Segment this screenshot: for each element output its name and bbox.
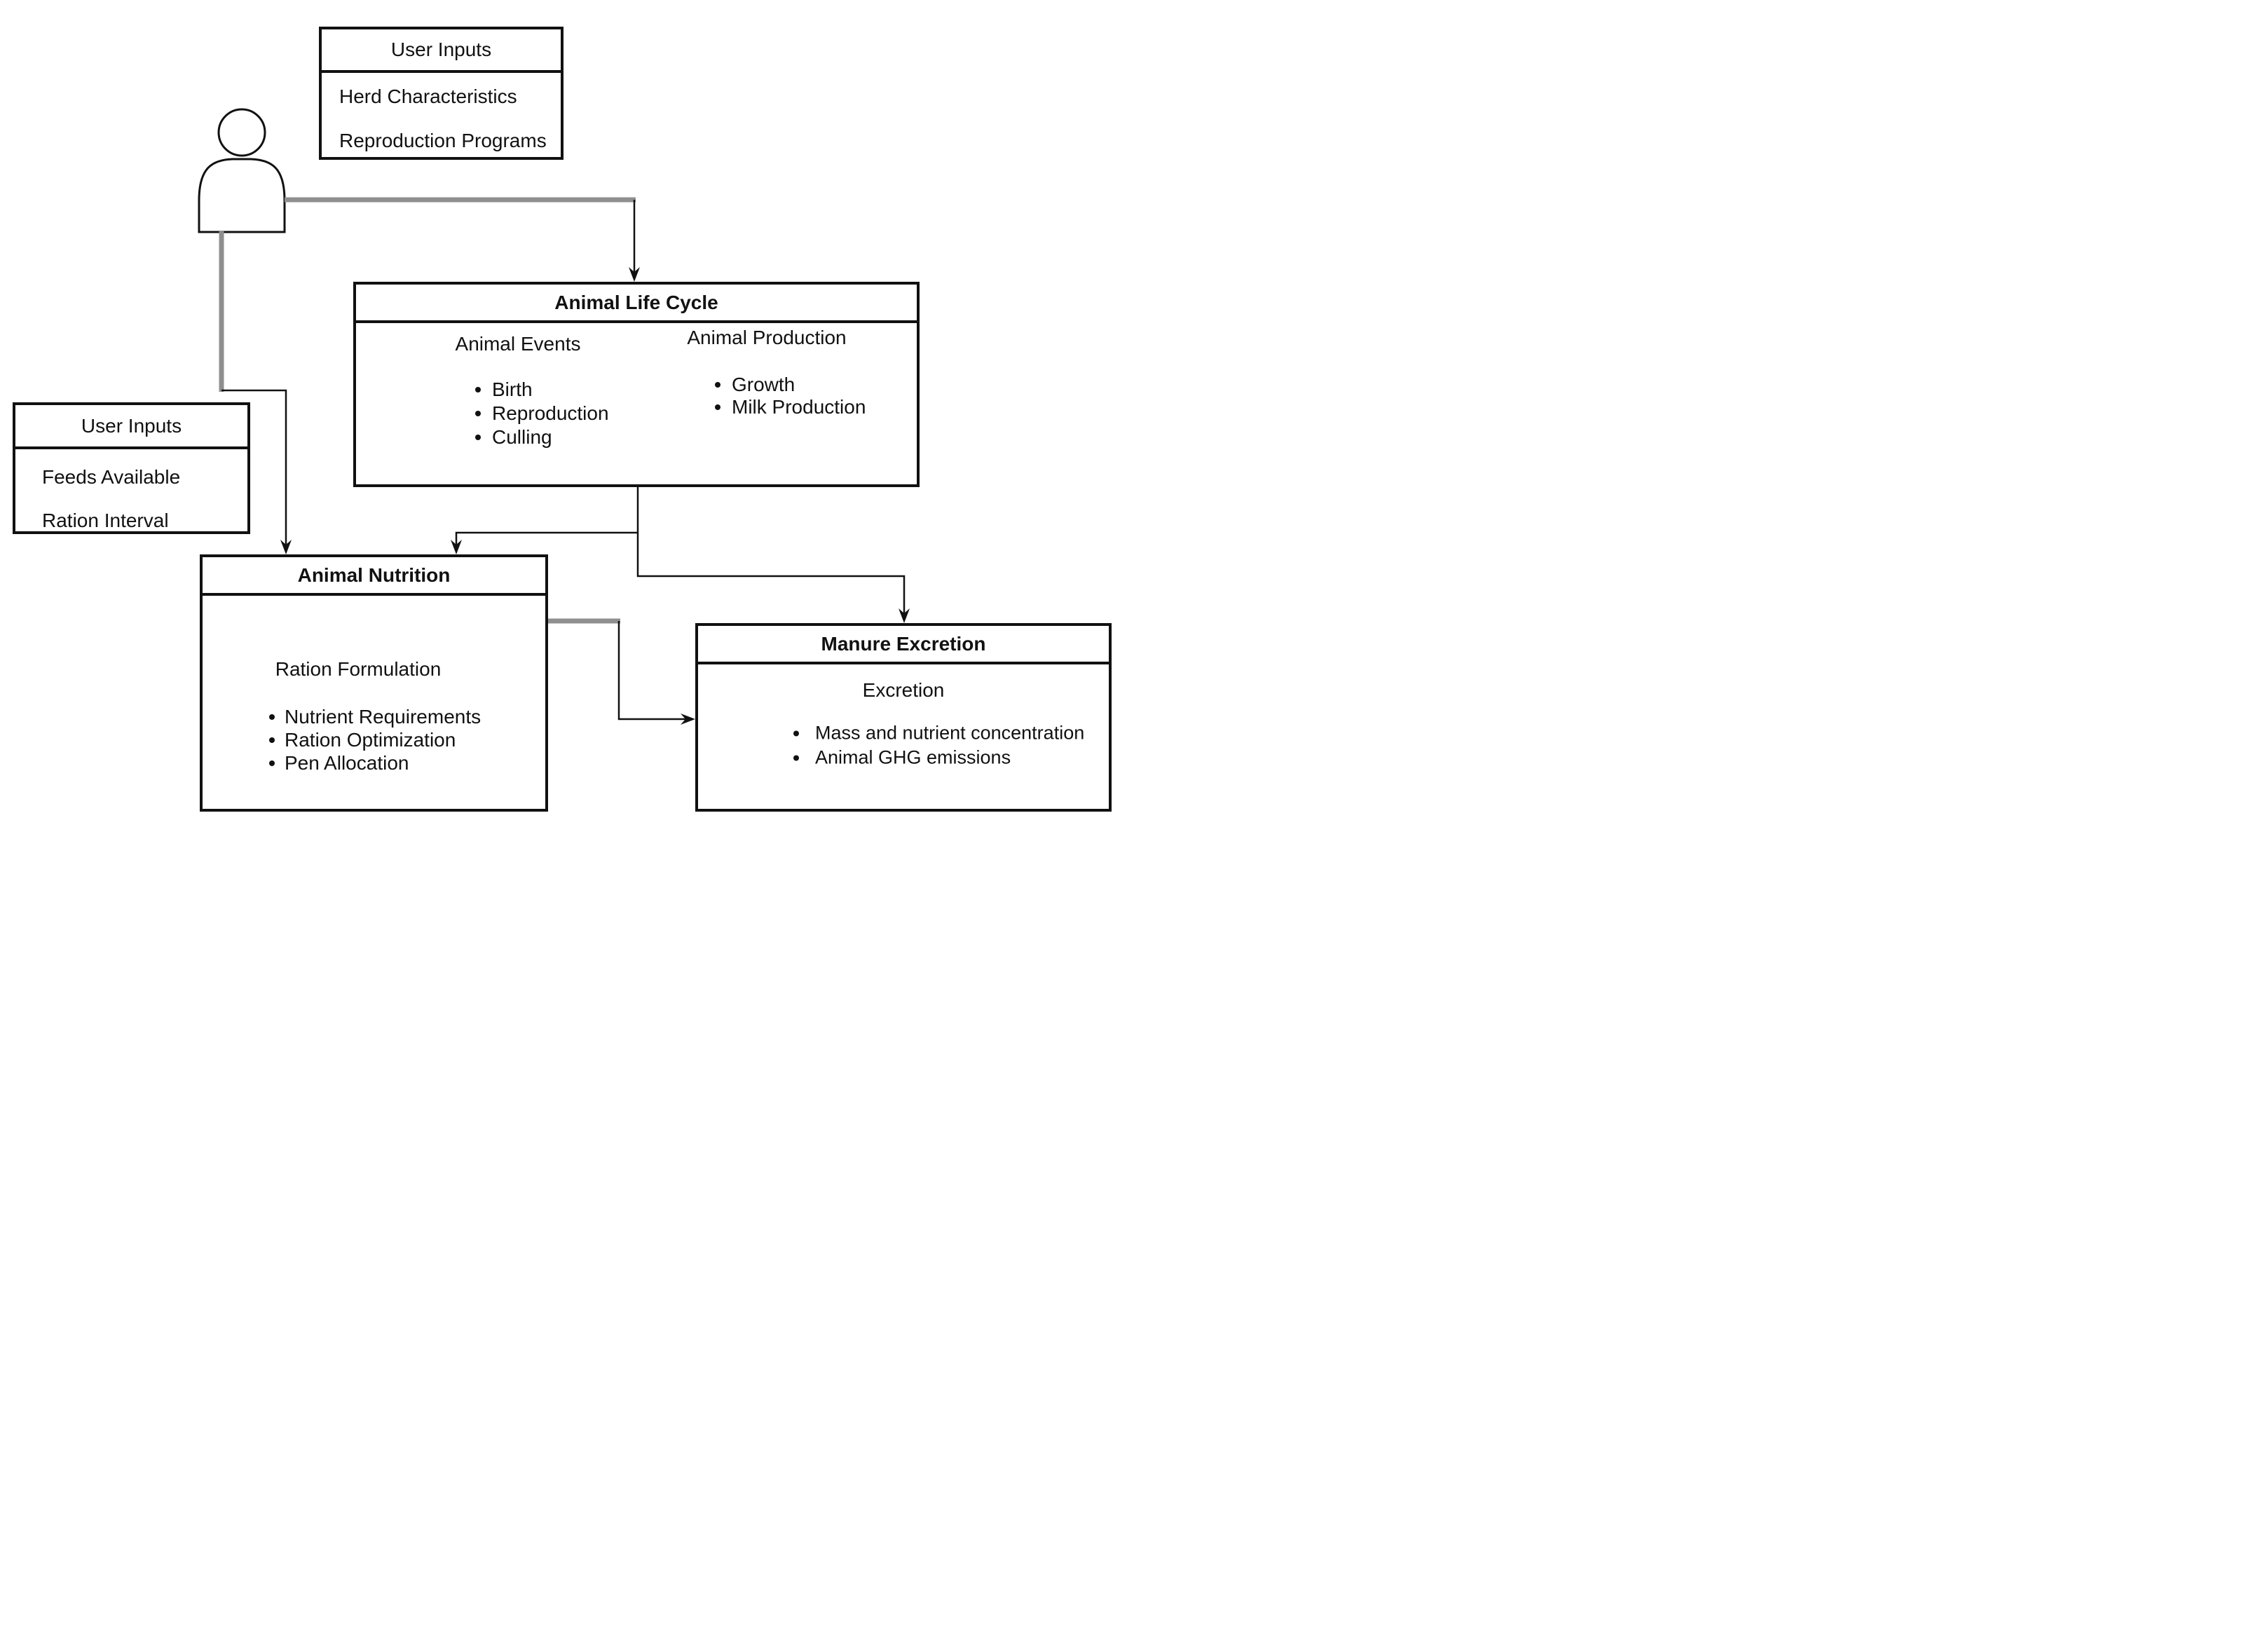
bullet-item: Animal GHG emissions [793,747,1011,769]
arrowhead [629,267,640,282]
bullet-item: Culling [475,426,552,449]
diagram-canvas: User Inputs Herd Characteristics Reprodu… [0,0,1124,826]
arrowhead [681,714,695,725]
list-item: Feeds Available [42,466,181,488]
bullet-item: Nutrient Requirements [269,706,481,728]
box-user-inputs-top-title: User Inputs [322,29,561,73]
box-manure-excretion-title: Manure Excretion [698,626,1109,664]
bullet-item: Reproduction [475,402,609,425]
section-header-ration-formulation: Ration Formulation [275,658,442,680]
bullet-label: Reproduction [492,402,609,424]
box-manure-excretion: Manure Excretion Excretion Mass and nutr… [695,623,1112,812]
list-item: Herd Characteristics [339,86,517,107]
connector-life-cycle-to-nutrition [451,487,639,577]
bullet-label: Pen Allocation [285,752,409,774]
user-icon-head [217,108,266,157]
arrowhead [280,540,292,554]
user-icon [198,108,286,233]
section-header-excretion: Excretion [862,679,945,701]
box-animal-nutrition: Animal Nutrition Ration Formulation Nutr… [200,554,548,812]
bullet-label: Nutrient Requirements [285,706,482,728]
bullet-label: Ration Optimization [285,729,456,751]
bullet-item: Ration Optimization [269,729,456,751]
bullet-label: Culling [492,426,552,448]
bullet-label: Growth [732,374,795,395]
column-header-animal-events: Animal Events [455,333,581,355]
box-animal-life-cycle: Animal Life Cycle Animal Events Birth Re… [353,282,920,487]
arrowhead [451,540,462,554]
bullet-label: Mass and nutrient concentration [815,722,1085,744]
bullet-item: Milk Production [715,396,866,418]
connector-user-to-nutrition [219,231,292,554]
bullet-label: Animal GHG emissions [815,746,1011,768]
box-user-inputs-left-title: User Inputs [15,405,247,449]
list-item: Ration Interval [42,510,169,531]
connector-nutrition-to-excretion [547,618,695,725]
box-animal-nutrition-title: Animal Nutrition [203,557,545,596]
user-icon-body [198,158,286,233]
list-item: Reproduction Programs [339,130,547,151]
bullet-label: Milk Production [732,396,866,418]
bullet-item: Growth [715,374,795,396]
box-user-inputs-top: User Inputs Herd Characteristics Reprodu… [319,27,564,160]
connector-life-cycle-to-excretion [637,575,910,623]
bullet-item: Pen Allocation [269,752,409,774]
column-header-animal-production: Animal Production [687,327,847,348]
bullet-item: Mass and nutrient concentration [793,723,1084,744]
box-animal-life-cycle-title: Animal Life Cycle [356,285,917,323]
arrowhead [899,608,910,623]
box-user-inputs-left: User Inputs Feeds Available Ration Inter… [13,402,250,534]
connector-user-to-life-cycle [285,197,640,282]
bullet-item: Birth [475,378,533,401]
connector-overlay [198,108,910,725]
bullet-label: Birth [492,378,533,400]
